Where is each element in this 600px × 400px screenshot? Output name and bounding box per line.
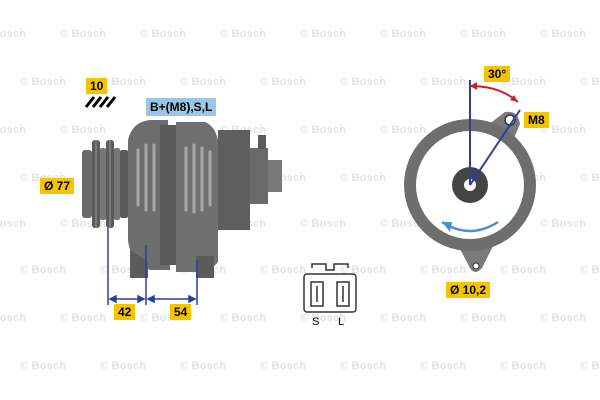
watermark-text: © Bosch	[260, 360, 307, 372]
watermark-text: © Bosch	[500, 360, 547, 372]
watermark-text: © Bosch	[60, 28, 107, 40]
watermark-text: © Bosch	[340, 76, 387, 88]
watermark-text: © Bosch	[540, 312, 587, 324]
watermark-text: © Bosch	[460, 28, 507, 40]
watermark-text: © Bosch	[220, 312, 267, 324]
watermark-text: © Bosch	[420, 264, 467, 276]
watermark-text: © Bosch	[60, 124, 107, 136]
watermark-text: © Bosch	[340, 264, 387, 276]
watermark-text: © Bosch	[380, 28, 427, 40]
watermark-text: © Bosch	[0, 312, 27, 324]
watermark-text: © Bosch	[180, 76, 227, 88]
watermark-text: © Bosch	[260, 264, 307, 276]
watermark-text: © Bosch	[20, 264, 67, 276]
pulley-icon	[82, 140, 128, 228]
dimension-54-label: 54	[170, 304, 192, 320]
alternator-side-view	[82, 120, 282, 305]
watermark-text: © Bosch	[340, 172, 387, 184]
watermark-text: © Bosch	[460, 312, 507, 324]
watermark-text: © Bosch	[300, 124, 347, 136]
watermark-text: © Bosch	[420, 360, 467, 372]
plug-pin-s-label: S	[312, 316, 320, 328]
watermark-text: © Bosch	[300, 218, 347, 230]
cooling-fins	[136, 143, 212, 214]
dimension-42-label: 42	[114, 304, 136, 320]
alternator-front-view	[404, 80, 536, 272]
watermark-text: © Bosch	[0, 28, 27, 40]
watermark-text: © Bosch	[100, 76, 147, 88]
watermark-text: © Bosch	[340, 360, 387, 372]
pulley-diameter-label: Ø 77	[40, 178, 75, 194]
watermark-text: © Bosch	[380, 124, 427, 136]
plug-pin-l-label: L	[338, 316, 345, 328]
watermark-text: © Bosch	[580, 76, 600, 88]
watermark-text: © Bosch	[540, 28, 587, 40]
watermark-text: © Bosch	[0, 124, 27, 136]
watermark-text: © Bosch	[20, 360, 67, 372]
angle-label: 30°	[484, 66, 511, 82]
watermark-text: © Bosch	[500, 76, 547, 88]
watermark-text: © Bosch	[0, 218, 27, 230]
watermark-text: © Bosch	[140, 28, 187, 40]
watermark-text: © Bosch	[540, 218, 587, 230]
watermark-text: © Bosch	[180, 360, 227, 372]
watermark-text: © Bosch	[580, 264, 600, 276]
watermark-text: © Bosch	[100, 360, 147, 372]
hatch-icon	[84, 96, 117, 108]
dimension-lines	[107, 228, 198, 305]
watermark-text: © Bosch	[580, 360, 600, 372]
watermark-text: © Bosch	[500, 264, 547, 276]
watermark-text: © Bosch	[580, 172, 600, 184]
watermark-text: © Bosch	[380, 218, 427, 230]
watermark-text: © Bosch	[260, 76, 307, 88]
watermark-text: © Bosch	[540, 124, 587, 136]
watermark-text: © Bosch	[420, 76, 467, 88]
connector-plug-icon	[303, 263, 357, 313]
thread-label: M8	[524, 112, 549, 128]
watermark-text: © Bosch	[220, 28, 267, 40]
quantity-badge: 10	[86, 78, 108, 94]
watermark-text: © Bosch	[300, 312, 347, 324]
watermark-text: © Bosch	[300, 28, 347, 40]
hole-diameter-label: Ø 10,2	[446, 282, 491, 298]
watermark-text: © Bosch	[380, 312, 427, 324]
connection-label: B+(M8),S,L	[146, 98, 217, 116]
watermark-text: © Bosch	[60, 312, 107, 324]
watermark-text: © Bosch	[20, 76, 67, 88]
